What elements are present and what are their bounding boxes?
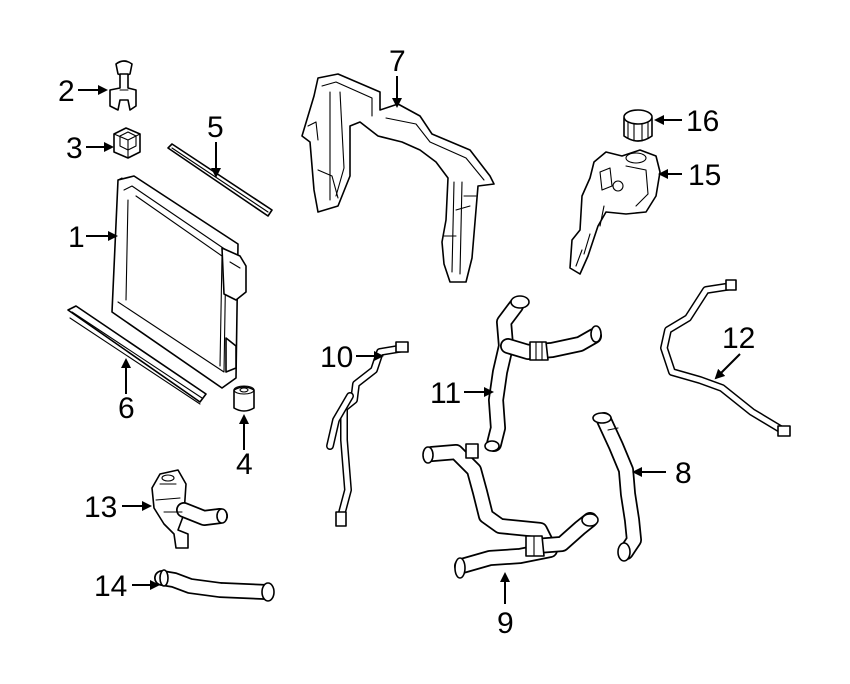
callout-16: 16 — [686, 105, 719, 138]
callout-4: 4 — [236, 448, 253, 481]
push-clip — [109, 60, 137, 111]
rubber-mount — [233, 385, 255, 412]
air-duct — [301, 73, 495, 283]
callout-6: 6 — [118, 392, 135, 425]
callout-3: 3 — [66, 132, 83, 165]
bleed-line — [660, 279, 791, 437]
short-hose — [154, 569, 275, 602]
leader-12 — [714, 353, 741, 380]
lower-hose — [422, 443, 599, 579]
right-hose — [592, 412, 642, 562]
elbow-fitting — [151, 469, 228, 549]
callout-7: 7 — [389, 45, 406, 78]
upper-hose — [484, 295, 602, 452]
seal-strip-upper — [167, 143, 273, 217]
callout-leaders — [78, 76, 741, 604]
callout-5: 5 — [207, 111, 224, 144]
callout-13: 13 — [84, 491, 117, 524]
callout-15: 15 — [688, 159, 721, 192]
mount-bracket — [113, 127, 141, 159]
seal-strip-lower — [67, 305, 207, 405]
callout-11: 11 — [430, 377, 461, 410]
callout-8: 8 — [675, 457, 692, 490]
callout-9: 9 — [497, 607, 514, 640]
callout-2: 2 — [58, 75, 75, 108]
callout-labels: 1 2 3 4 5 6 7 8 9 10 11 12 13 14 15 16 — [58, 45, 755, 640]
callout-10: 10 — [320, 341, 353, 374]
expansion-tank — [569, 149, 661, 275]
callout-12: 12 — [722, 322, 755, 355]
radiator — [111, 175, 247, 389]
callout-14: 14 — [94, 570, 127, 603]
reservoir-cap — [623, 109, 653, 142]
callout-1: 1 — [68, 221, 85, 254]
